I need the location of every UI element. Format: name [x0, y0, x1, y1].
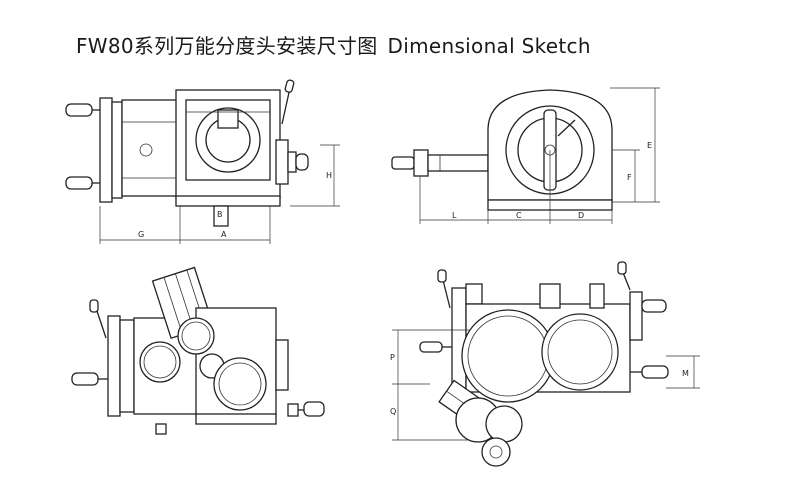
dim-label-h: H — [326, 171, 332, 180]
view-front: G A B H — [65, 79, 340, 244]
view-gear-left — [71, 266, 325, 435]
title-en: Dimensional Sketch — [387, 34, 591, 58]
dim-label-d: D — [578, 211, 584, 220]
dim-label-g: G — [138, 230, 144, 239]
dim-label-f: F — [627, 173, 632, 182]
dim-label-e: E — [647, 141, 652, 150]
dim-label-a: A — [221, 230, 227, 239]
view-side: L C D F E — [391, 87, 660, 224]
dim-label-q: Q — [390, 407, 396, 416]
dim-label-l: L — [452, 211, 457, 220]
title-cn: FW80系列万能分度头安装尺寸图 — [76, 34, 378, 58]
dim-label-p: P — [390, 353, 395, 362]
dim-label-b: B — [217, 210, 223, 219]
dim-label-m: M — [682, 369, 689, 378]
dim-label-c: C — [516, 211, 522, 220]
page-title: FW80系列万能分度头安装尺寸图 Dimensional Sketch — [76, 30, 591, 59]
view-gear-right: P Q M — [390, 261, 700, 467]
